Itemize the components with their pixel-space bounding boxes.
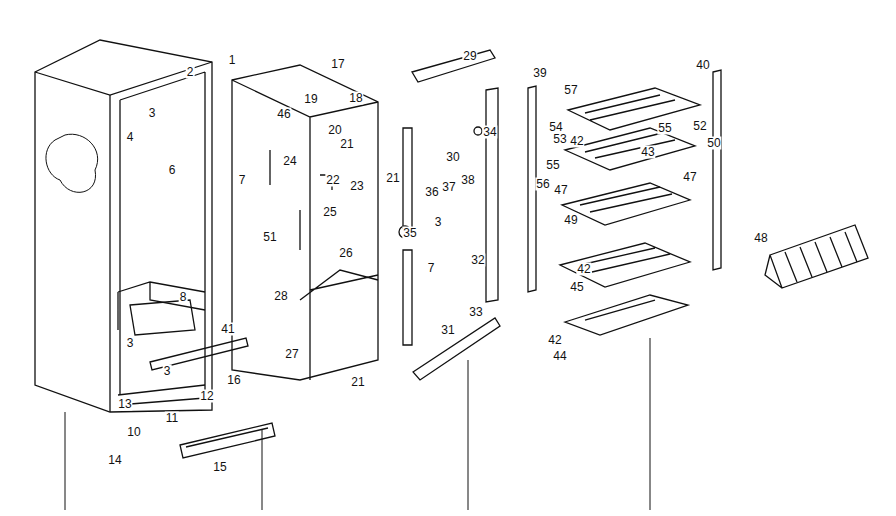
callout-number: 41 (220, 323, 235, 336)
callout-number: 3 (163, 365, 172, 378)
callout-number: 19 (303, 93, 318, 106)
callout-number: 12 (199, 390, 214, 403)
callout-number: 21 (385, 172, 400, 185)
callout-number: 31 (440, 324, 455, 337)
callout-number: 55 (545, 159, 560, 172)
callout-number: 14 (107, 454, 122, 467)
callout-number: 3 (126, 337, 135, 350)
callout-number: 3 (434, 216, 443, 229)
callout-number: 50 (706, 137, 721, 150)
callout-number: 47 (682, 171, 697, 184)
callout-number: 7 (427, 262, 436, 275)
callout-number: 29 (462, 50, 477, 63)
callout-number: 42 (569, 135, 584, 148)
callout-number: 49 (563, 214, 578, 227)
callout-number: 52 (692, 120, 707, 133)
callout-number: 3 (148, 107, 157, 120)
callout-number: 53 (552, 133, 567, 146)
callout-number: 55 (657, 122, 672, 135)
callout-number: 40 (695, 59, 710, 72)
callout-number: 10 (126, 426, 141, 439)
callout-number: 44 (552, 350, 567, 363)
callout-number: 37 (441, 181, 456, 194)
callout-number: 18 (348, 92, 363, 105)
callout-number: 35 (402, 227, 417, 240)
callout-number: 36 (424, 186, 439, 199)
callout-number: 45 (569, 281, 584, 294)
callout-number: 30 (445, 151, 460, 164)
callout-number: 51 (262, 231, 277, 244)
callout-number: 46 (276, 108, 291, 121)
callout-number: 57 (563, 84, 578, 97)
callout-number: 28 (273, 290, 288, 303)
callout-number: 16 (226, 374, 241, 387)
callout-number: 32 (470, 254, 485, 267)
callout-number: 39 (532, 67, 547, 80)
callout-number: 26 (338, 247, 353, 260)
callout-number: 22 (325, 174, 340, 187)
callout-number: 21 (350, 376, 365, 389)
callout-number: 25 (322, 206, 337, 219)
callout-number: 24 (282, 155, 297, 168)
callout-number: 13 (117, 398, 132, 411)
callout-number: 21 (339, 138, 354, 151)
callout-number: 42 (576, 263, 591, 276)
callout-number: 27 (284, 348, 299, 361)
callout-number: 34 (482, 126, 497, 139)
callout-number: 56 (535, 178, 550, 191)
callout-number: 38 (460, 174, 475, 187)
callout-number: 47 (553, 184, 568, 197)
callout-number: 8 (179, 291, 188, 304)
callout-number: 23 (349, 180, 364, 193)
callout-number: 6 (168, 164, 177, 177)
callout-number: 20 (327, 124, 342, 137)
callout-number: 42 (547, 334, 562, 347)
callout-number: 17 (330, 58, 345, 71)
callout-number: 2 (186, 66, 195, 79)
callout-number: 48 (753, 232, 768, 245)
callout-number: 43 (640, 146, 655, 159)
callout-number: 15 (212, 461, 227, 474)
callout-number: 4 (126, 131, 135, 144)
callout-number: 7 (238, 174, 247, 187)
callout-number: 11 (165, 412, 179, 425)
callout-number: 33 (468, 306, 483, 319)
callout-number: 1 (228, 54, 237, 67)
